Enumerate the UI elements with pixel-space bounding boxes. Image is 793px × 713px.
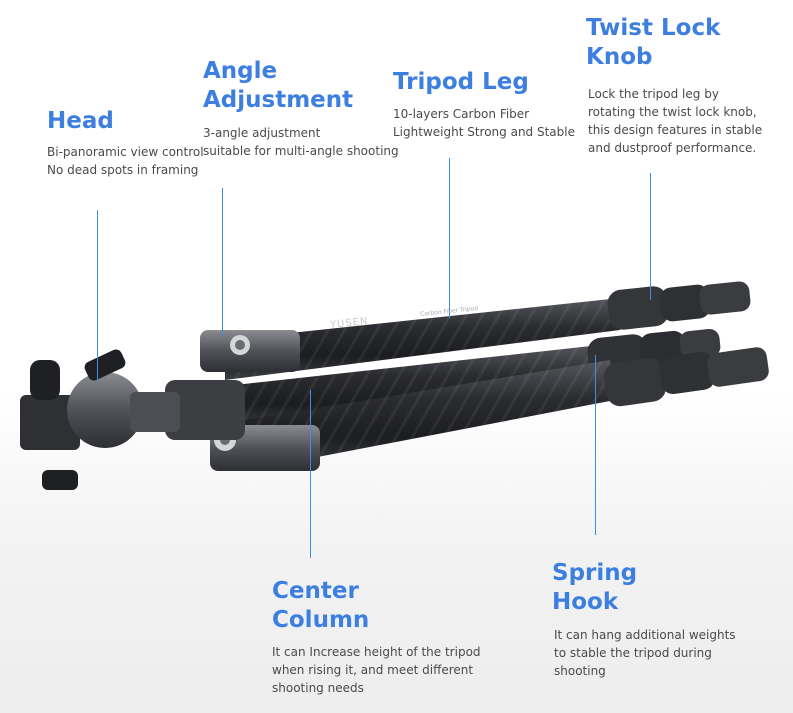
angle-title: Angle Adjustment [203, 58, 354, 113]
knob-callout-line [650, 173, 651, 300]
knob-title: Twist Lock Knob [586, 15, 721, 70]
center-title: Center Column [272, 578, 370, 633]
head-callout-line [97, 210, 98, 382]
spring-callout-line [595, 355, 596, 535]
spring-title: Spring Hook [552, 560, 638, 615]
leg-desc: 10-layers Carbon Fiber Lightweight Stron… [393, 107, 575, 139]
angle-desc: 3-angle adjustment suitable for multi-an… [203, 126, 399, 158]
center-desc: It can Increase height of the tripod whe… [272, 645, 481, 695]
angle-callout-line [222, 188, 223, 336]
tripod-leg-top [225, 281, 751, 380]
leg-callout-line [449, 158, 450, 318]
ball-head [20, 349, 180, 490]
leg-title: Tripod Leg [393, 69, 529, 95]
knob-desc: Lock the tripod leg by rotating the twis… [588, 87, 763, 155]
tripod-leg-bottom [245, 347, 769, 470]
head-title: Head [47, 108, 114, 134]
spring-desc: It can hang additional weights to stable… [554, 628, 736, 678]
center-column-knob [165, 380, 245, 440]
center-callout-line [310, 390, 311, 558]
head-desc: Bi-panoramic view control No dead spots … [47, 145, 204, 177]
